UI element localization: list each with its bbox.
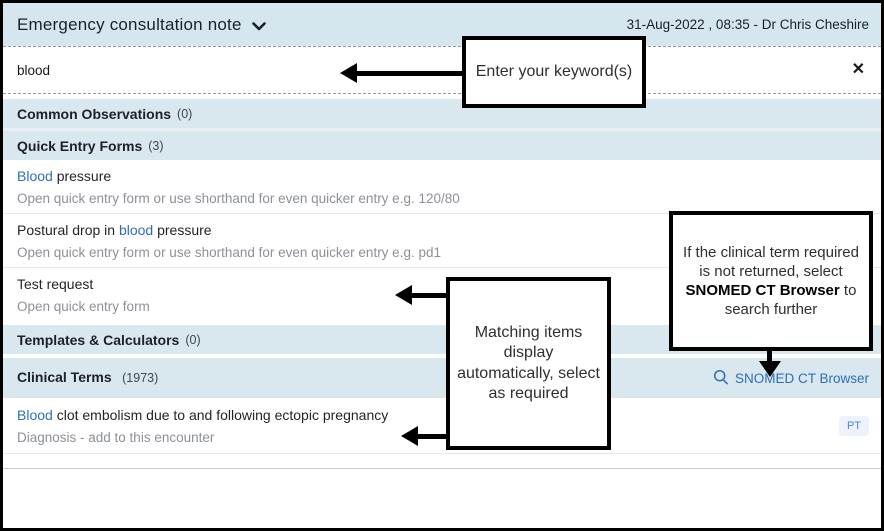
section-count: (0) xyxy=(177,106,193,121)
section-count: (3) xyxy=(148,138,164,153)
search-icon xyxy=(713,369,729,388)
annotation-arrowhead-left-icon xyxy=(401,426,418,446)
annotation-arrowhead-left-icon xyxy=(340,63,357,83)
page-title: Emergency consultation note xyxy=(17,14,242,34)
annotation-arrow xyxy=(417,434,446,439)
section-title: Templates & Calculators xyxy=(17,331,180,348)
search-bar: ✕ xyxy=(3,46,881,94)
annotation-arrow xyxy=(411,293,446,298)
snomed-ct-browser-link[interactable]: SNOMED CT Browser xyxy=(713,369,869,388)
annotation-text: If the clinical term required is not ret… xyxy=(683,243,859,319)
annotation-arrow xyxy=(356,71,463,76)
item-subtitle: Open quick entry form or use shorthand f… xyxy=(17,245,441,260)
encounter-datetime-clinician: 31-Aug-2022 , 08:35 - Dr Chris Cheshire xyxy=(626,17,869,32)
divider xyxy=(3,94,881,99)
note-type-dropdown[interactable]: Emergency consultation note xyxy=(17,15,266,35)
divider xyxy=(3,321,881,325)
section-count: (0) xyxy=(185,332,201,347)
item-title: Blood clot embolism due to and following… xyxy=(17,407,389,423)
section-title: Quick Entry Forms xyxy=(17,137,143,154)
divider xyxy=(3,354,881,358)
item-title: Blood pressure xyxy=(17,168,112,184)
close-icon[interactable]: ✕ xyxy=(846,60,871,80)
item-subtitle: Diagnosis - add to this encounter xyxy=(17,430,215,445)
item-subtitle: Open quick entry form xyxy=(17,299,150,314)
section-title: Common Observations xyxy=(17,105,172,122)
annotation-enter-keywords: Enter your keyword(s) xyxy=(462,36,646,108)
annotation-arrowhead-left-icon xyxy=(395,285,412,305)
results-end-divider xyxy=(3,454,881,469)
section-clinical-terms-label: Clinical Terms (1973) xyxy=(17,369,158,387)
title-bar: Emergency consultation note 31-Aug-2022 … xyxy=(3,3,881,46)
item-title: Test request xyxy=(17,276,94,292)
annotation-snomed-browser: If the clinical term required is not ret… xyxy=(669,211,873,351)
annotation-arrowhead-down-icon xyxy=(759,361,781,377)
chevron-down-icon xyxy=(251,21,266,31)
item-title: Postural drop in blood pressure xyxy=(17,222,212,238)
quick-entry-item-blood-pressure[interactable]: Blood pressure Open quick entry form or … xyxy=(3,160,881,214)
annotation-matching-items: Matching items display automatically, se… xyxy=(446,277,611,450)
section-common-observations[interactable]: Common Observations (0) xyxy=(3,99,881,128)
preferred-term-badge: PT xyxy=(838,415,869,436)
clinical-term-item-blood-clot-embolism[interactable]: Blood clot embolism due to and following… xyxy=(3,398,881,454)
divider xyxy=(3,128,881,131)
snomed-link-label: SNOMED CT Browser xyxy=(734,370,869,386)
annotation-text: Enter your keyword(s) xyxy=(475,62,633,80)
section-count: (1973) xyxy=(122,371,159,385)
annotation-arrow xyxy=(767,347,772,363)
section-clinical-terms: Clinical Terms (1973) SNOMED CT Browser xyxy=(3,358,881,398)
section-quick-entry-forms[interactable]: Quick Entry Forms (3) xyxy=(3,131,881,160)
annotation-text: Matching items display automatically, se… xyxy=(457,323,600,402)
section-title: Clinical Terms xyxy=(17,369,112,385)
item-subtitle: Open quick entry form or use shorthand f… xyxy=(17,191,460,206)
